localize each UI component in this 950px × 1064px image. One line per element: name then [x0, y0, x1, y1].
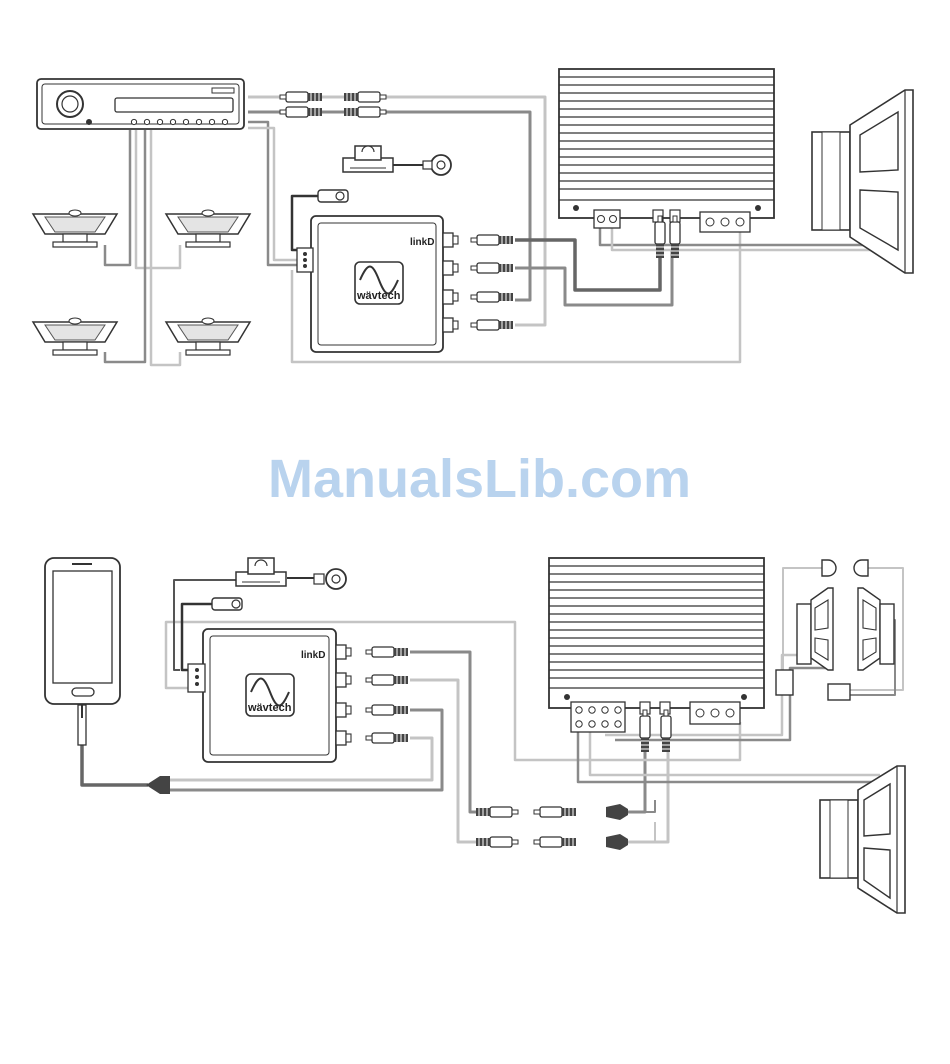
linkd-brand-label-bottom: wävtech [247, 702, 292, 714]
amp-input-plugs-bottom [640, 710, 671, 752]
smartphone [45, 558, 120, 745]
ring-terminal-bottom [314, 569, 346, 589]
rca-outputs-top [471, 235, 513, 330]
speaker-rear-left [33, 318, 117, 355]
linkd-brand-label: wävtech [356, 290, 401, 302]
crossover-right [828, 684, 850, 700]
terminal-block [297, 248, 313, 272]
midrange-left [797, 588, 833, 670]
aux-y-splitter [146, 776, 170, 794]
speaker-front-left [33, 210, 117, 247]
rca-extension-bottom [476, 807, 576, 847]
tweeter-right [854, 560, 868, 576]
linkd-model-label-bottom: linkD [301, 650, 325, 661]
amplifier-bottom [549, 558, 764, 732]
crossover-left [776, 670, 793, 695]
subwoofer-bottom [820, 766, 905, 913]
head-unit [37, 79, 244, 129]
fuse-holder [343, 146, 393, 172]
speaker-rear-right [166, 318, 250, 355]
amp-input-plugs-top [655, 216, 680, 258]
ground-connector [318, 190, 348, 202]
rca-y-splitters [606, 804, 628, 850]
linkd-model-label: linkD [410, 237, 434, 248]
terminal-block-bottom [188, 664, 205, 692]
linkd-processor-bottom: linkD wävtech [188, 629, 351, 762]
ring-terminal [423, 155, 451, 175]
rca-outputs-bottom [366, 647, 408, 743]
watermark-text: ManualsLib.com [268, 449, 691, 509]
midrange-right [858, 588, 894, 670]
ground-connector-bottom [212, 598, 242, 610]
speaker-front-right [166, 210, 250, 247]
diagram-bottom: linkD wävtech [45, 558, 905, 913]
fuse-holder-bottom [236, 558, 286, 586]
amplifier-top [559, 69, 774, 232]
linkd-processor-top: linkD wävtech [297, 216, 458, 352]
diagram-top: linkD wävtech [33, 69, 913, 365]
tweeter-left [822, 560, 836, 576]
